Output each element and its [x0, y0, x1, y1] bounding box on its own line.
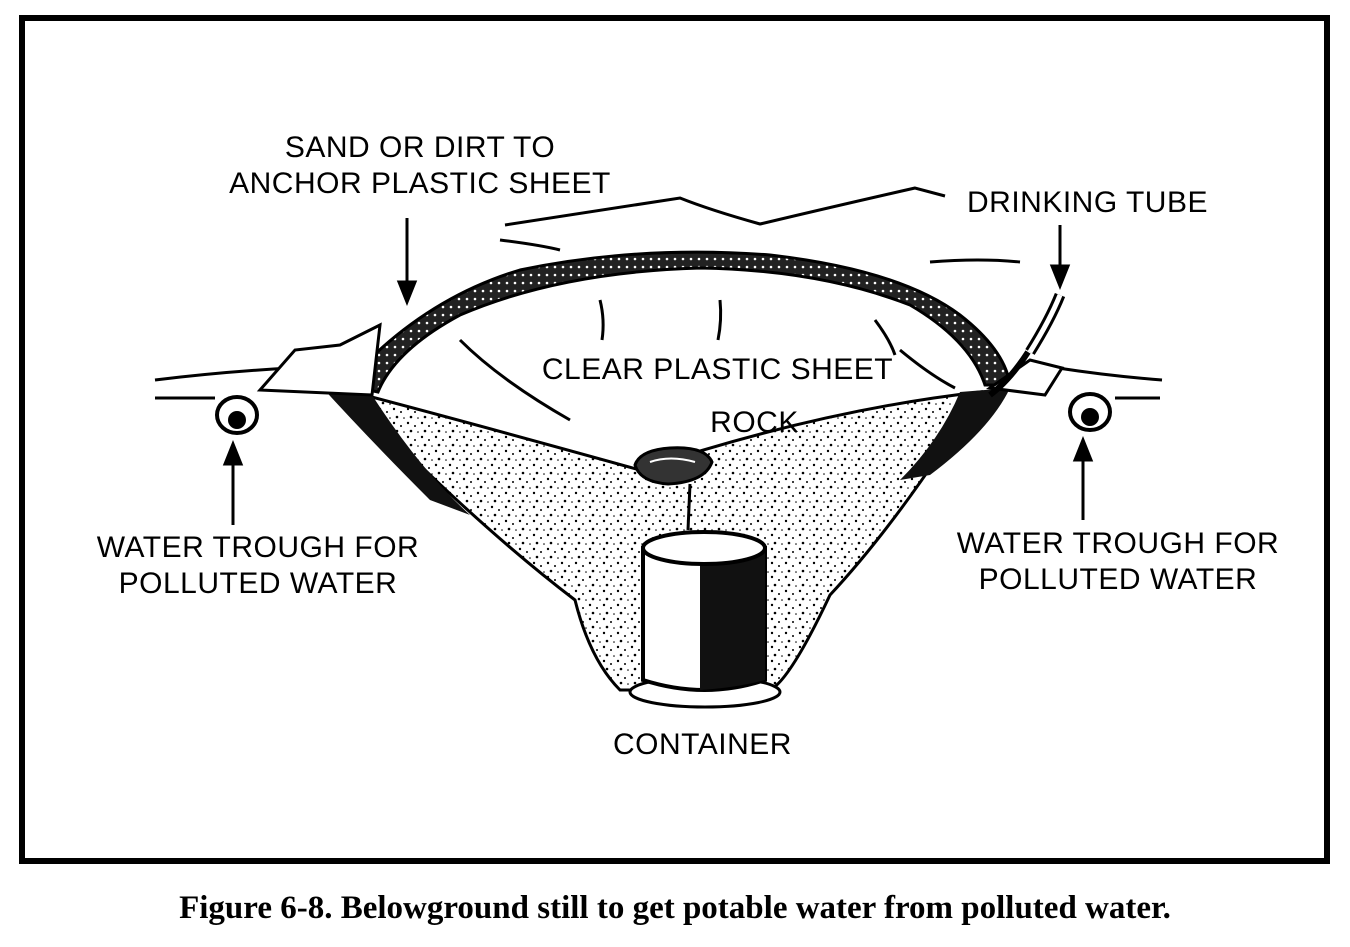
left-lip — [256, 322, 382, 397]
trough-right-label: WATER TROUGH FOR POLLUTED WATER — [956, 527, 1280, 596]
pit-wall-left — [320, 385, 470, 515]
pit-wall-right — [900, 388, 1010, 480]
trough-left-label: WATER TROUGH FOR POLLUTED WATER — [96, 531, 420, 600]
figure-caption: Figure 6-8. Belowground still to get pot… — [179, 890, 1171, 926]
ground-lines — [154, 186, 1163, 400]
container-label: CONTAINER — [613, 728, 792, 761]
rock-icon — [633, 446, 714, 486]
drinking-tube-label: DRINKING TUBE — [967, 186, 1208, 219]
pointer-arrows — [222, 218, 1094, 525]
clear-plastic-label: CLEAR PLASTIC SHEET — [541, 353, 894, 386]
plastic-sheet-lines — [458, 299, 956, 422]
trough-right-icon — [1068, 392, 1112, 432]
container-icon — [628, 530, 782, 709]
rock-label: ROCK — [710, 406, 799, 439]
sand-label: SAND OR DIRT TO ANCHOR PLASTIC SHEET — [229, 131, 611, 200]
trough-left-icon — [215, 395, 259, 435]
figure-frame — [19, 15, 1330, 864]
